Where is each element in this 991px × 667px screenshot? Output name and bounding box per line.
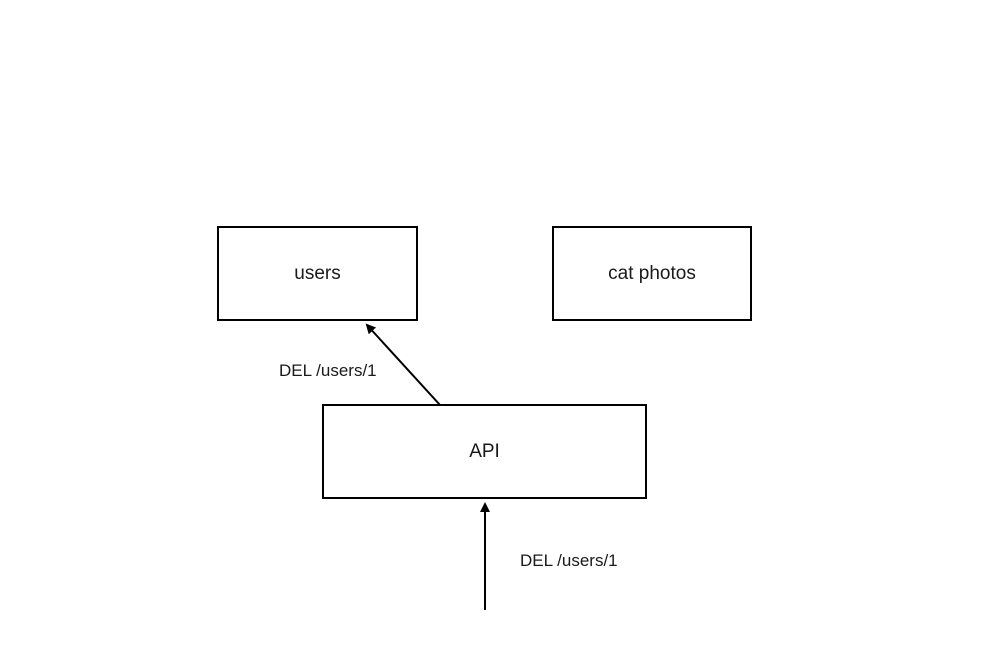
api-node[interactable]: API (322, 404, 647, 499)
cat-photos-node[interactable]: cat photos (552, 226, 752, 321)
edge-label-api-to-users: DEL /users/1 (279, 361, 377, 380)
users-node[interactable]: users (217, 226, 418, 321)
edge-label-client-to-api: DEL /users/1 (520, 551, 618, 570)
users-node-label: users (294, 262, 341, 284)
arrow-api-to-users (365, 323, 441, 406)
api-node-label: API (469, 440, 500, 462)
cat-photos-node-label: cat photos (608, 262, 696, 284)
